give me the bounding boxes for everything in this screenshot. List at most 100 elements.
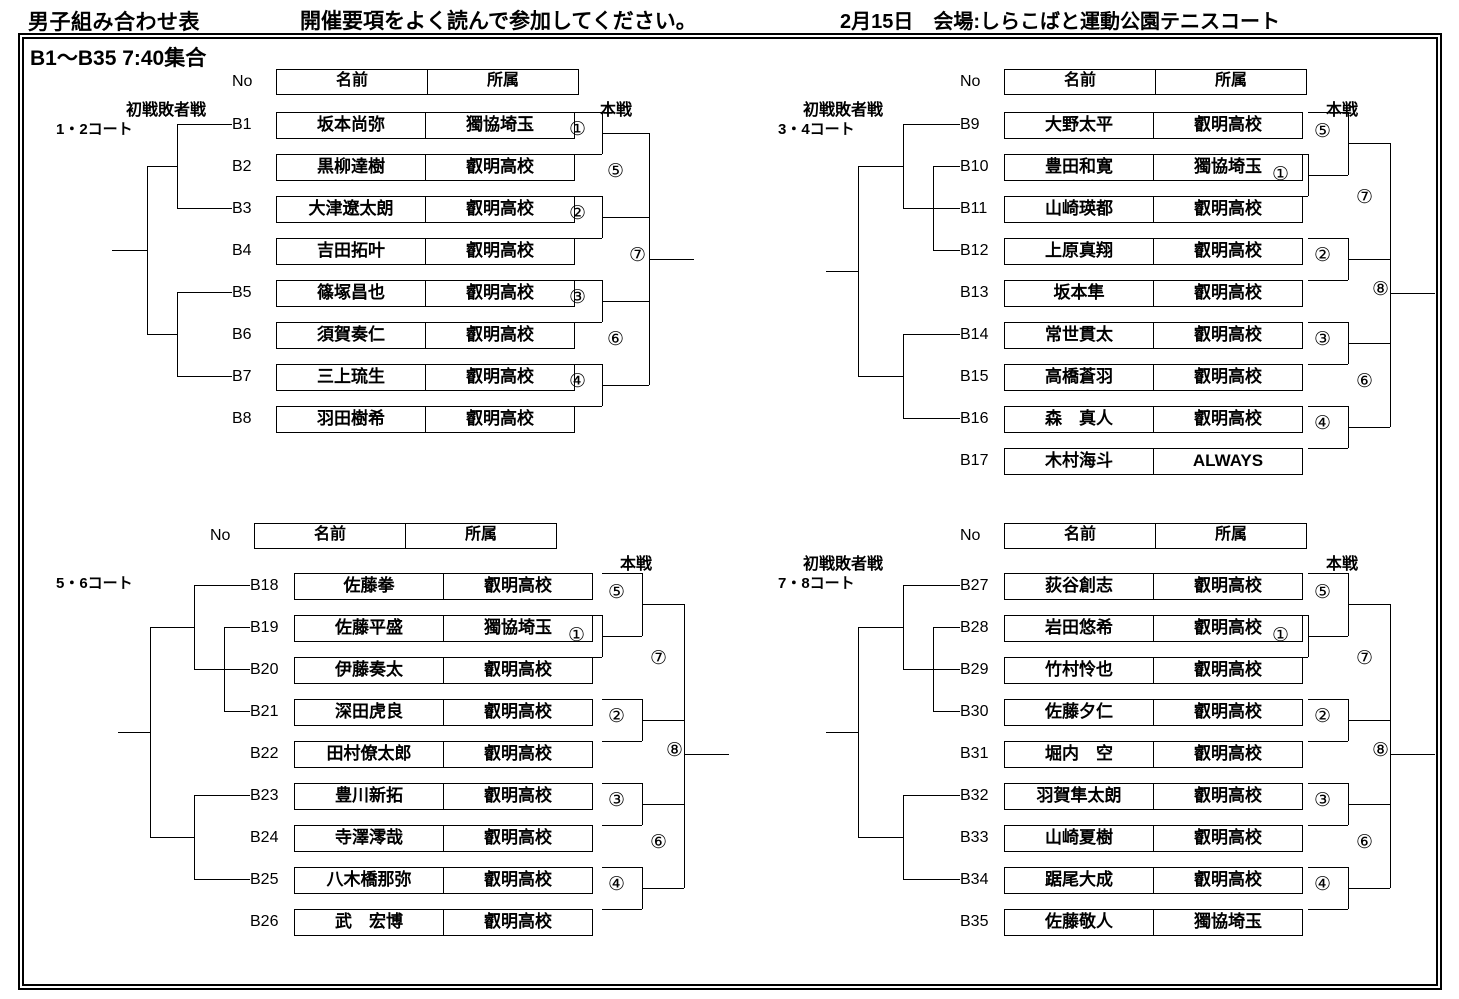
bracket-line (562, 196, 602, 197)
match-number: ⑦ (650, 648, 668, 669)
bracket-line (564, 657, 602, 658)
player-no: B22 (250, 745, 279, 762)
player-team: 叡明高校 (484, 576, 552, 595)
participation-notice: 開催要項をよく読んで参加してください。 (300, 10, 697, 33)
player-team: 叡明高校 (484, 912, 552, 931)
player-team: 叡明高校 (484, 744, 552, 763)
player-box: 羽賀隼太朗叡明高校 (1004, 783, 1303, 810)
bracket-line (177, 376, 232, 377)
bracket-line (224, 711, 250, 712)
player-team: ALWAYS (1192, 451, 1264, 470)
player-box: 踞尾大成叡明高校 (1004, 867, 1303, 894)
bracket-line (1348, 259, 1390, 260)
column-header-box: 名前 所属 (276, 69, 579, 95)
player-name: 篠塚昌也 (277, 281, 426, 306)
bracket-line (147, 334, 177, 335)
player-no: B32 (960, 787, 989, 804)
player-no: B31 (960, 745, 989, 762)
bracket-line (602, 573, 642, 574)
player-no: B11 (960, 200, 988, 217)
column-header-box: 名前 所属 (1004, 69, 1307, 95)
player-name: 踞尾大成 (1005, 868, 1154, 893)
player-name: 佐藤拳 (295, 574, 444, 599)
player-box: 木村海斗 ALWAYS (1004, 448, 1303, 475)
bracket-line (1308, 175, 1348, 176)
bracket-line (224, 627, 250, 628)
player-no: B18 (250, 577, 279, 594)
player-box: 佐藤夕仁叡明高校 (1004, 699, 1303, 726)
player-team: 叡明高校 (466, 241, 534, 260)
player-name: 堀内 空 (1005, 742, 1154, 767)
player-name: 岩田悠希 (1005, 616, 1154, 641)
match-number: ① (568, 625, 586, 646)
bracket-line (150, 627, 151, 837)
bracket-line (1308, 699, 1348, 700)
bracket-line (642, 604, 684, 605)
bracket-line (684, 804, 685, 888)
player-box: 佐藤敬人獨協埼玉 (1004, 909, 1303, 936)
bracket-line (147, 166, 148, 334)
match-number: ⑤ (1314, 582, 1332, 603)
player-box: 吉田拓叶叡明高校 (276, 238, 575, 265)
player-name: 八木橋那弥 (295, 868, 444, 893)
player-name: 寺澤澪哉 (295, 826, 444, 851)
no-column-label: No (210, 527, 231, 544)
player-team: 叡明高校 (1194, 115, 1262, 134)
player-no: B7 (232, 368, 252, 385)
main-draw-label: 本戦 (1326, 102, 1359, 119)
player-name: 森 真人 (1005, 407, 1154, 432)
player-team: 叡明高校 (484, 702, 552, 721)
player-box: 上原真翔叡明高校 (1004, 238, 1303, 265)
player-name: 佐藤平盛 (295, 616, 444, 641)
bracket-line (684, 754, 729, 755)
bracket-line (903, 795, 904, 879)
bracket-line (194, 879, 250, 880)
player-no: B9 (960, 116, 980, 133)
player-name: 佐藤敬人 (1005, 910, 1154, 935)
bracket-line (1348, 427, 1390, 428)
player-no: B13 (960, 284, 989, 301)
player-name: 豊田和寛 (1005, 155, 1154, 180)
player-box: 常世貫太叡明高校 (1004, 322, 1303, 349)
no-column-label: No (960, 527, 981, 544)
bracket-line (933, 166, 934, 250)
bracket-line (933, 627, 960, 628)
player-no: B27 (960, 577, 989, 594)
bracket-line (826, 271, 858, 272)
team-column-header: 所属 (1214, 72, 1247, 89)
name-column-header: 名前 (1005, 70, 1156, 94)
team-column-header: 所属 (486, 72, 519, 89)
player-name: 羽賀隼太朗 (1005, 784, 1154, 809)
player-no: B10 (960, 158, 989, 175)
player-team: 獨協埼玉 (1194, 157, 1262, 176)
player-no: B26 (250, 913, 279, 930)
player-no: B19 (250, 619, 279, 636)
bracket-line (177, 124, 178, 208)
bracket-line (194, 795, 250, 796)
player-no: B29 (960, 661, 989, 678)
player-box: 山崎夏樹叡明高校 (1004, 825, 1303, 852)
column-header-box: 名前 所属 (254, 523, 557, 549)
player-no: B35 (960, 913, 989, 930)
bracket-line (1390, 804, 1391, 888)
bracket-line (858, 166, 903, 167)
bracket-line (1348, 720, 1390, 721)
bracket-line (1348, 888, 1390, 889)
player-name: 木村海斗 (1005, 449, 1154, 474)
bracket-frame (22, 37, 1438, 986)
team-column-header: 所属 (1214, 526, 1247, 543)
player-name: 羽田樹希 (277, 407, 426, 432)
player-no: B23 (250, 787, 279, 804)
player-name: 大津遼太朗 (277, 197, 426, 222)
player-no: B16 (960, 410, 989, 427)
player-no: B20 (250, 661, 279, 678)
player-name: 大野太平 (1005, 113, 1154, 138)
bracket-line (933, 166, 960, 167)
bracket-line (602, 909, 642, 910)
match-number: ⑦ (629, 245, 647, 266)
bracket-line (562, 112, 602, 113)
main-draw-label: 本戦 (1326, 556, 1359, 573)
player-name: 荻谷創志 (1005, 574, 1154, 599)
player-team: 叡明高校 (466, 409, 534, 428)
player-team: 叡明高校 (484, 660, 552, 679)
